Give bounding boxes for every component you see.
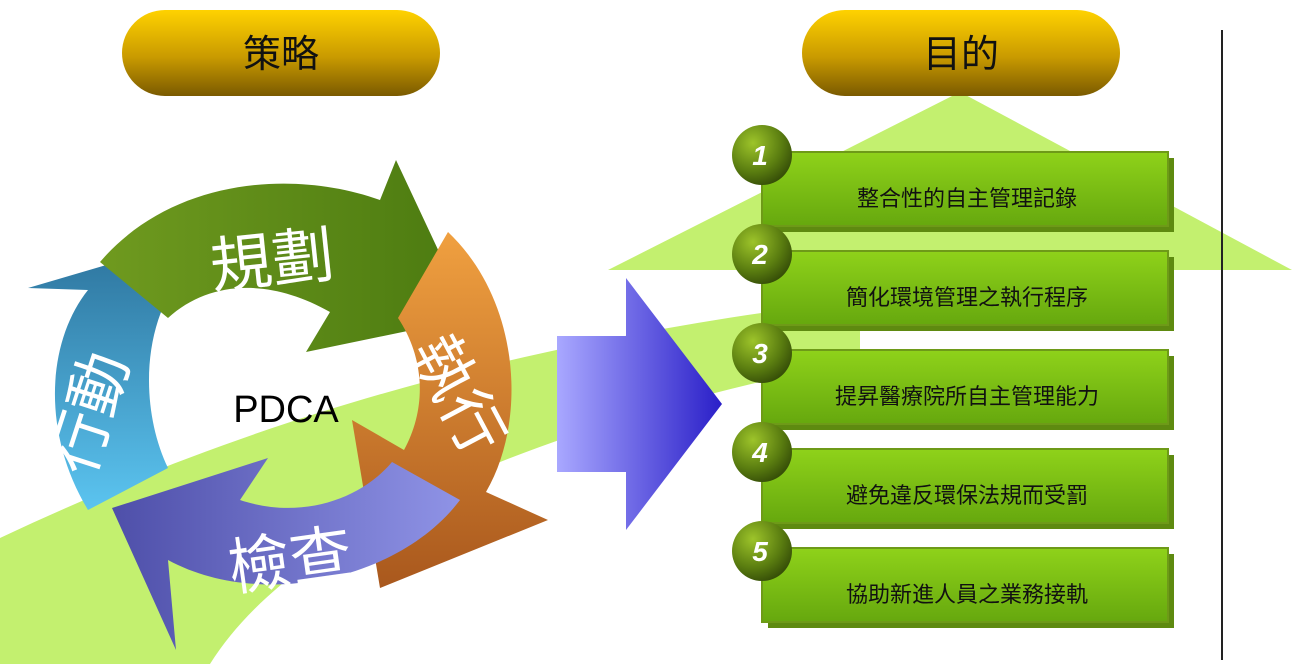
check-arrow bbox=[112, 458, 460, 650]
act-arrow bbox=[28, 228, 232, 510]
goal-box bbox=[761, 250, 1169, 326]
transition-arrow bbox=[557, 278, 722, 530]
goal-item: 提昇醫療院所自主管理能力 3 bbox=[732, 323, 1174, 430]
goal-text: 簡化環境管理之執行程序 bbox=[846, 286, 1088, 311]
goal-box bbox=[761, 151, 1169, 227]
purpose-header: 目的 bbox=[802, 10, 1120, 96]
goal-text: 避免違反環保法規而受罰 bbox=[846, 484, 1088, 509]
strategy-label: 策略 bbox=[243, 32, 319, 76]
goal-list: 整合性的自主管理記錄 1 簡化環境管理之執行程序 2 提昇醫療院所自主管理能力 3 避免違反… bbox=[732, 125, 1174, 628]
goal-number-badge bbox=[732, 422, 792, 482]
goal-text: 提昇醫療院所自主管理能力 bbox=[835, 385, 1099, 410]
goal-item: 避免違反環保法規而受罰 4 bbox=[732, 422, 1174, 529]
strategy-header: 策略 bbox=[122, 10, 440, 96]
goal-number-badge bbox=[732, 521, 792, 581]
goal-number-badge bbox=[732, 323, 792, 383]
goal-number-badge bbox=[732, 224, 792, 284]
goal-number: 3 bbox=[752, 338, 768, 369]
goal-item: 整合性的自主管理記錄 1 bbox=[732, 125, 1174, 232]
goal-number: 2 bbox=[751, 239, 768, 270]
check-label: 檢查 bbox=[224, 516, 357, 606]
goal-text: 整合性的自主管理記錄 bbox=[857, 187, 1077, 212]
goal-item: 協助新進人員之業務接軌 5 bbox=[732, 521, 1174, 628]
goal-number: 5 bbox=[752, 536, 768, 567]
purpose-label: 目的 bbox=[923, 32, 999, 76]
goal-box bbox=[761, 349, 1169, 425]
goal-number-badge bbox=[732, 125, 792, 185]
goal-box bbox=[761, 448, 1169, 524]
goal-number: 1 bbox=[752, 140, 768, 171]
goal-text: 協助新進人員之業務接軌 bbox=[846, 583, 1088, 608]
goal-item: 簡化環境管理之執行程序 2 bbox=[732, 224, 1174, 331]
goal-number: 4 bbox=[751, 437, 768, 468]
plan-arrow bbox=[100, 160, 470, 352]
goal-box bbox=[761, 547, 1169, 623]
pdca-center-label: PDCA bbox=[233, 389, 339, 431]
plan-label: 規劃 bbox=[207, 218, 338, 304]
